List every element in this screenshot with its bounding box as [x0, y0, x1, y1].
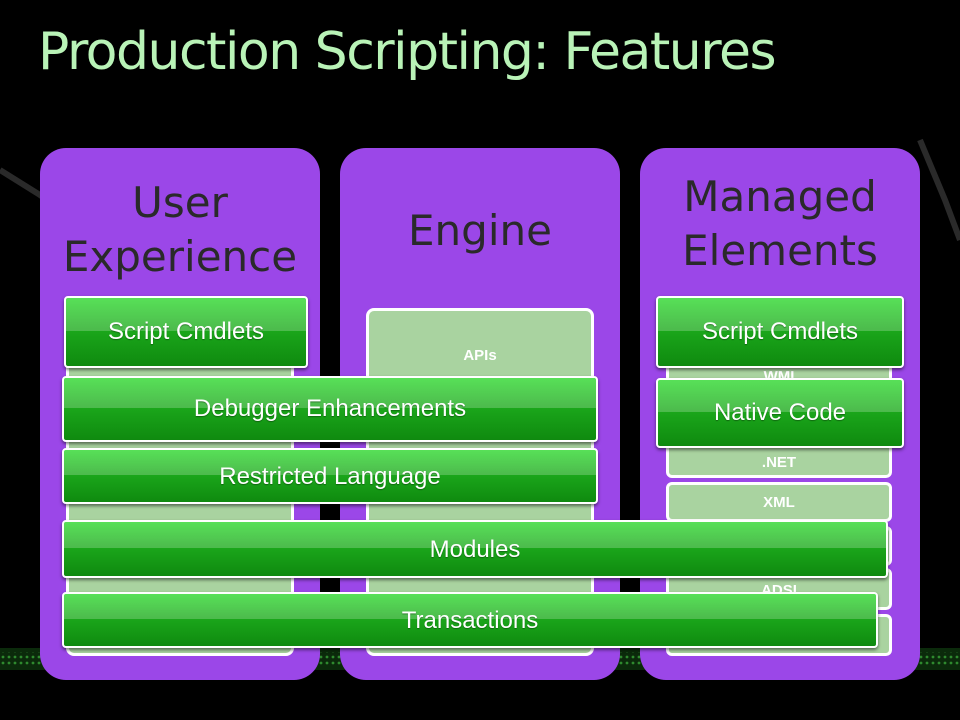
feature-debugger-enhancements: Debugger Enhancements: [62, 376, 598, 442]
column-header-managed-elements: Managed Elements: [640, 170, 920, 278]
feature-restricted-language: Restricted Language: [62, 448, 598, 504]
slide-title: Production Scripting: Features: [38, 22, 777, 82]
column-header-engine: Engine: [408, 206, 552, 255]
stack-item-xml: XML: [666, 482, 892, 522]
feature-modules: Modules: [62, 520, 888, 578]
feature-script-cmdlets-right: Script Cmdlets: [656, 296, 904, 368]
column-header-user-experience: User Experience: [40, 176, 320, 284]
feature-script-cmdlets-left: Script Cmdlets: [64, 296, 308, 368]
feature-native-code: Native Code: [656, 378, 904, 448]
stack-item-apis: APIs: [463, 347, 497, 364]
column-header-line2: Elements: [682, 226, 878, 275]
feature-transactions: Transactions: [62, 592, 878, 648]
column-header-line2: Experience: [62, 232, 298, 281]
column-header-line1: Managed: [683, 172, 877, 221]
column-header-line1: User: [132, 178, 228, 227]
